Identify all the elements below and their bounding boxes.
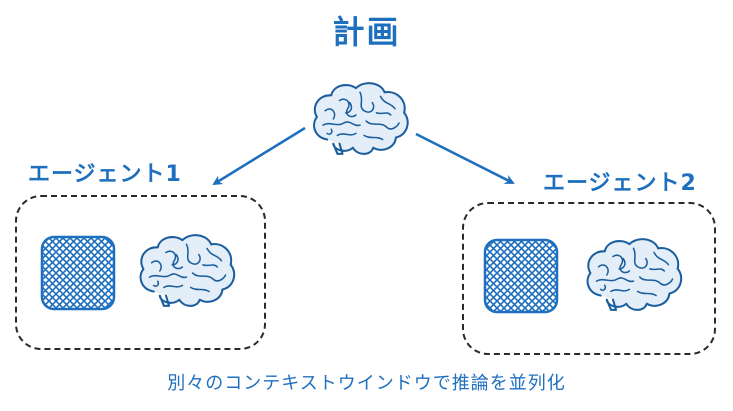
- agent-1-brain-icon: [139, 234, 236, 307]
- planner-brain-icon: [313, 82, 409, 155]
- diagram-title: 計画: [332, 13, 401, 51]
- agent-1-label: エージェント1: [28, 162, 182, 187]
- agent-2-brain-icon: [586, 238, 683, 311]
- agent-2-label: エージェント2: [543, 171, 697, 196]
- agent-2-context-window-icon: [483, 238, 559, 314]
- arrow-to-agent-2: [415, 132, 515, 185]
- diagram-caption: 別々のコンテキストウインドウで推論を並列化: [167, 373, 566, 394]
- arrow-to-agent-1: [212, 126, 306, 186]
- agent-1-box: [15, 195, 266, 350]
- agent-2-box: [462, 202, 716, 355]
- agent-1-context-window-icon: [40, 235, 116, 311]
